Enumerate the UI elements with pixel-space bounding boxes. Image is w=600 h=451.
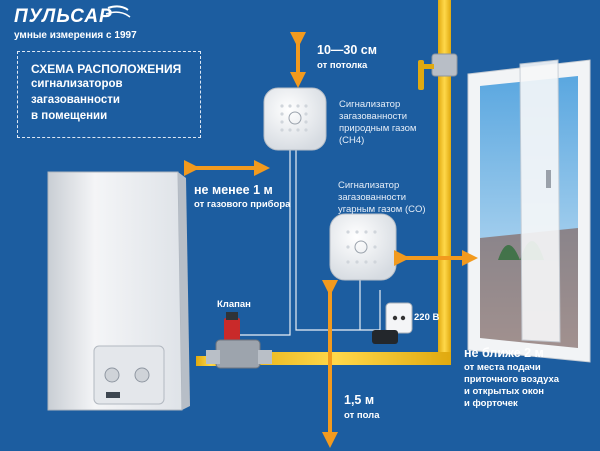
power-adapter-icon: [372, 302, 413, 344]
window-distance-line-1: от места подачи: [464, 362, 541, 373]
ch4-label-line-1: Сигнализатор: [339, 99, 401, 110]
window-distance-line-3: и открытых окон: [464, 386, 545, 397]
title-line-2: сигнализаторов: [31, 78, 123, 90]
water-heater: [47, 171, 190, 411]
heater-distance-caption: от газового прибора: [194, 199, 291, 210]
title-box: [17, 51, 201, 138]
logo-name: ПУЛЬСАР: [14, 6, 113, 27]
gas-pipe-vertical: [438, 0, 451, 360]
floor-distance-value: 1,5 м: [344, 393, 375, 407]
ch4-sensor: [263, 87, 327, 151]
co-label-line-1: Сигнализатор: [338, 180, 400, 191]
window-distance-line-2: приточного воздуха: [464, 374, 560, 385]
sensor-cables: [240, 148, 381, 336]
valve-label: Клапан: [217, 299, 251, 310]
co-sensor: [329, 213, 397, 281]
floor-distance-caption: от пола: [344, 410, 380, 421]
gas-tap-icon: [418, 53, 458, 90]
gas-valve-icon: [206, 312, 272, 369]
ch4-label-line-2: загазованности: [339, 111, 408, 122]
window-distance-value: не ближе 2 м: [464, 346, 544, 360]
ceiling-distance-caption: от потолка: [317, 60, 368, 71]
ch4-label-line-4: (CH4): [339, 135, 365, 146]
ceiling-distance-value: 10—30 см: [317, 43, 377, 57]
logo-icon: [105, 5, 131, 18]
title-line-4: в помещении: [31, 110, 108, 122]
logo-tagline: умные измерения с 1997: [14, 30, 137, 41]
dimension-arrows: [184, 32, 478, 448]
title-line-1: СХЕМА РАСПОЛОЖЕНИЯ: [31, 62, 182, 76]
title-line-3: загазованности: [31, 94, 120, 106]
ch4-label-line-3: природным газом: [339, 123, 417, 134]
heater-distance-value: не менее 1 м: [194, 183, 273, 197]
window-distance-line-4: и форточек: [464, 398, 518, 409]
co-label-line-3: угарным газом (CO): [338, 204, 426, 215]
power-label: 220 В: [414, 312, 440, 323]
window: [467, 59, 591, 363]
co-label-line-2: загазованности: [338, 192, 407, 203]
